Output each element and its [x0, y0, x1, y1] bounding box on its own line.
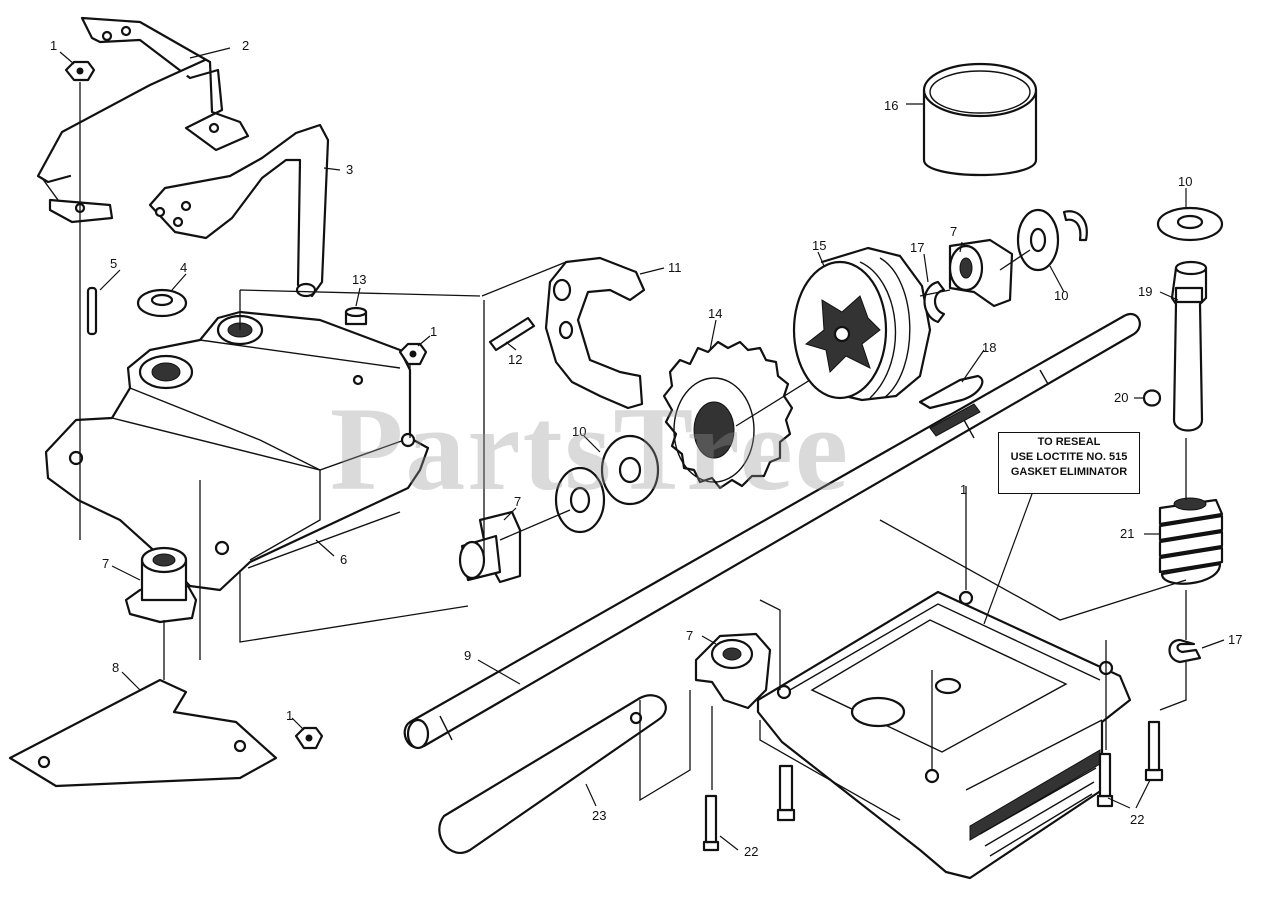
callout-18: 18 [982, 340, 996, 355]
callout-7: 7 [514, 494, 521, 509]
callout-9: 9 [464, 648, 471, 663]
part-7-bushing-center[interactable] [458, 510, 522, 584]
part-12-pin[interactable] [488, 316, 536, 352]
callout-14: 14 [708, 306, 722, 321]
callout-10: 10 [572, 424, 586, 439]
callout-22: 22 [1130, 812, 1144, 827]
part-8-plate[interactable] [8, 678, 278, 788]
part-17-e-clip-lower[interactable] [1168, 638, 1202, 664]
callout-19: 19 [1138, 284, 1152, 299]
callout-15: 15 [812, 238, 826, 253]
callout-23: 23 [592, 808, 606, 823]
callout-22: 22 [744, 844, 758, 859]
lower-housing[interactable] [756, 590, 1132, 880]
part-6-upper-housing[interactable] [44, 310, 430, 592]
callout-1: 1 [430, 324, 437, 339]
callout-11: 11 [668, 260, 682, 275]
callout-1: 1 [50, 38, 57, 53]
part-1-nut-bottom[interactable] [294, 726, 324, 750]
callout-17: 17 [1228, 632, 1242, 647]
part-10-washer-left[interactable] [554, 466, 606, 534]
part-19-vertical-shaft[interactable] [1170, 260, 1208, 432]
callout-8: 8 [112, 660, 119, 675]
part-7-bushing-upper-right[interactable] [948, 238, 1014, 308]
part-23-lever[interactable] [438, 694, 667, 854]
callout-20: 20 [1114, 390, 1128, 405]
part-13-plug[interactable] [344, 306, 368, 326]
callout-7: 7 [950, 224, 957, 239]
part-22-bolt-3[interactable] [1096, 752, 1114, 808]
callout-10: 10 [1178, 174, 1192, 189]
part-22-bolt-1[interactable] [702, 794, 720, 852]
assembly-lines [79, 82, 1187, 821]
part-10-washer-right[interactable] [600, 434, 660, 506]
part-7-bushing-lower-right[interactable] [694, 632, 772, 710]
part-11-shift-fork[interactable] [544, 256, 646, 410]
callout-labels: 1 2 3 5 4 13 1 6 7 8 1 11 12 14 10 7 15 … [50, 38, 1242, 859]
callout-21: 21 [1120, 526, 1134, 541]
part-7-bushing-left[interactable] [124, 546, 198, 624]
part-18-key[interactable] [918, 374, 984, 410]
callout-3: 3 [346, 162, 353, 177]
part-4-washer[interactable] [136, 288, 188, 318]
leader-lines [59, 47, 1225, 851]
callout-1: 1 [960, 482, 967, 497]
part-16-cylinder[interactable] [922, 62, 1038, 177]
callout-5: 5 [110, 256, 117, 271]
callout-13: 13 [352, 272, 366, 287]
part-9-main-shaft[interactable] [403, 313, 1141, 750]
callout-7: 7 [686, 628, 693, 643]
part-20-key[interactable] [1142, 389, 1162, 407]
part-22-bolt-4[interactable] [1144, 720, 1164, 782]
callout-6: 6 [340, 552, 347, 567]
callout-16: 16 [884, 98, 898, 113]
part-10-washer-upper[interactable] [1016, 208, 1060, 272]
callout-12: 12 [508, 352, 522, 367]
callout-7: 7 [102, 556, 109, 571]
callout-1: 1 [286, 708, 293, 723]
part-15-clutch-drum[interactable] [792, 246, 932, 402]
reseal-note-line-1: TO RESEAL [1037, 436, 1101, 448]
callout-10: 10 [1054, 288, 1068, 303]
part-5-pin[interactable] [86, 286, 98, 336]
part-22-bolt-2[interactable] [776, 764, 796, 822]
reseal-note-line-2: USE LOCTITE NO. 515 [1010, 451, 1128, 463]
part-21-worm[interactable] [1158, 497, 1224, 585]
callout-4: 4 [180, 260, 187, 275]
part-10-retaining-ring[interactable] [1062, 210, 1088, 242]
part-3-shift-lever[interactable] [148, 123, 330, 298]
part-1-nut-top[interactable] [64, 60, 96, 82]
reseal-note-line-3: GASKET ELIMINATOR [1010, 466, 1128, 478]
callout-17: 17 [910, 240, 924, 255]
part-14-gear[interactable] [662, 340, 794, 490]
part-1-nut-right[interactable] [398, 342, 428, 366]
part-10-washer-shaft[interactable] [1156, 206, 1224, 242]
callout-2: 2 [242, 38, 249, 53]
reseal-note-box: TO RESEAL USE LOCTITE NO. 515 GASKET ELI… [998, 432, 1140, 494]
